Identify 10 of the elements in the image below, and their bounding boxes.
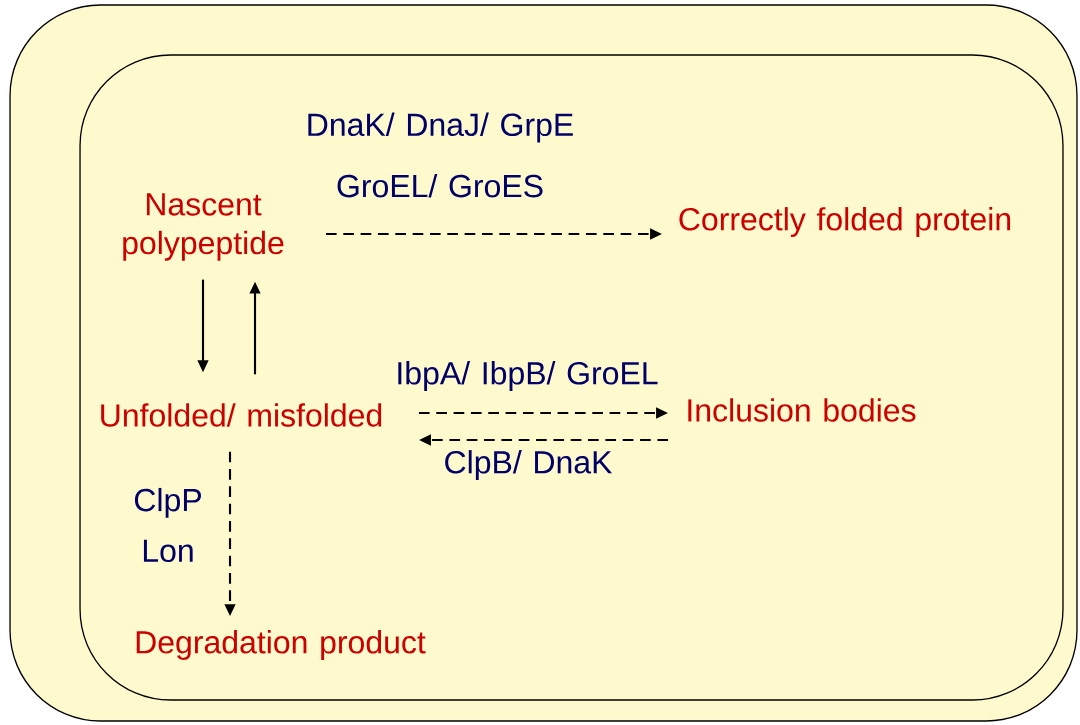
protein-state-label: Nascent polypeptide (123, 193, 284, 261)
chaperone-label: IbpA/ IbpB/ GroEL (398, 361, 658, 391)
chaperone-label: ClpB/ DnaK (445, 450, 613, 480)
protein-state-label: Degradation product (136, 630, 426, 660)
chaperone-label: DnaK/ DnaJ/ GrpE GroEL/ GroES (308, 112, 573, 198)
protein-state-label: Unfolded/ misfolded (101, 403, 382, 427)
protein-state-label: Correctly folded protein (679, 207, 1011, 237)
chaperone-label: ClpP Lon (134, 487, 201, 563)
protein-state-label: Inclusion bodies (688, 398, 916, 422)
cytoplasm-outline (79, 54, 1064, 701)
